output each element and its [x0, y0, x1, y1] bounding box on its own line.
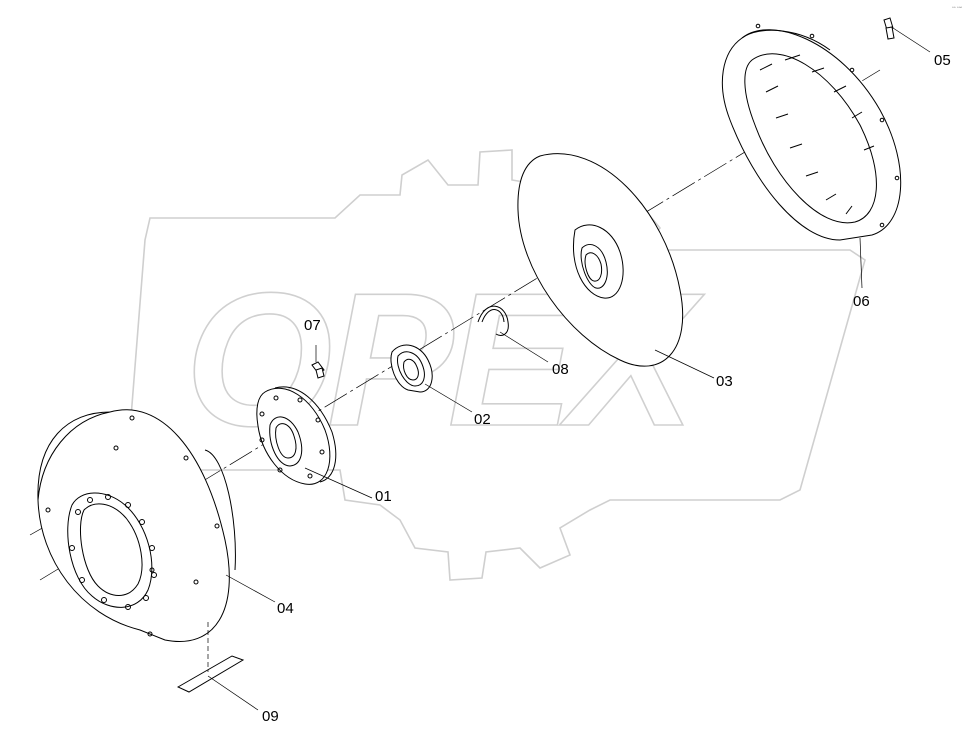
label-plate-part-09: [176, 622, 245, 693]
callout-labels: 01 02 03 04 05 06 07 08 09: [262, 52, 951, 725]
pin-part-05: [883, 17, 895, 40]
plate-disc-part-03: [517, 153, 684, 367]
flywheel-disc-part-04: [37, 409, 236, 642]
callout-leader-lines: [207, 27, 931, 711]
callout-label-04: 04: [277, 600, 294, 617]
callout-label-06: 06: [853, 293, 870, 310]
callout-label-05: 05: [934, 52, 951, 69]
bolt-part-07: [311, 361, 325, 379]
toothed-ring-part-06: [721, 23, 902, 241]
bearing-part-02: [390, 344, 433, 393]
callout-label-09: 09: [262, 708, 279, 725]
watermark: OPEX: [124, 149, 866, 581]
corner-mark: ▫▫ ▫▫▫: [952, 5, 962, 11]
hub-flange-part-01: [256, 386, 337, 485]
callout-label-02: 02: [474, 411, 491, 428]
snap-ring-part-08: [477, 305, 509, 336]
callout-label-01: 01: [375, 488, 392, 505]
callout-label-07: 07: [304, 317, 321, 334]
callout-label-08: 08: [552, 361, 569, 378]
watermark-gear-outline: [124, 149, 866, 581]
callout-label-03: 03: [716, 373, 733, 390]
